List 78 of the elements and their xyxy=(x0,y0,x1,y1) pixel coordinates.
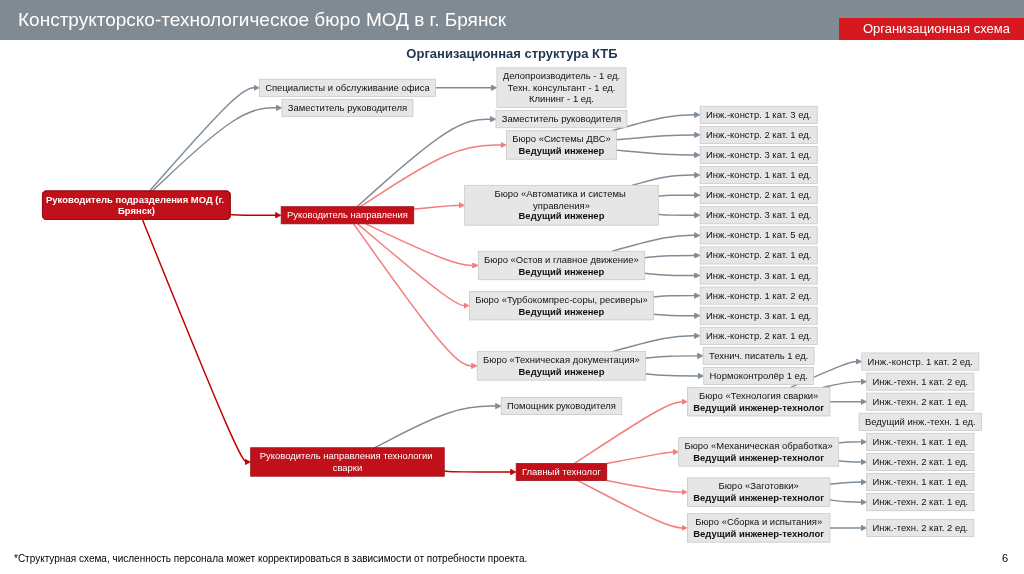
node-box: Инж.-констр. 2 кат. 1 ед. xyxy=(699,246,818,265)
arrow xyxy=(356,223,470,309)
arrow xyxy=(644,372,704,380)
node-box: Бюро «Техническая документация» Ведущий инженер xyxy=(476,351,647,381)
node-box: Инж.-констр. 3 кат. 1 ед. xyxy=(699,266,818,285)
chart-heading: Организационная структура КТБ xyxy=(406,46,618,61)
arrow xyxy=(837,458,867,466)
node-box: Технич. писатель 1 ед. xyxy=(702,346,815,365)
arrow xyxy=(829,498,867,506)
footnote: *Структурная схема, численность персонала может корректироваться в зависимости от потребности проекта. xyxy=(14,553,528,564)
node-box: Бюро «Заготовки» Ведущий инженер-технолог xyxy=(687,477,831,507)
arrow xyxy=(829,524,867,532)
node-box: Инж.-констр. 1 кат. 2 ед. xyxy=(861,352,980,371)
node-box: Бюро «Технология сварки» Ведущий инженер-технолог xyxy=(687,387,831,417)
page-title: Конструкторско-технологическое бюро МОД в г. Брянск xyxy=(18,9,507,31)
node-box: Главный технолог xyxy=(515,463,608,481)
node-box: Бюро «Системы ДВС» Ведущий инженер xyxy=(506,130,617,160)
arrow xyxy=(644,352,704,360)
arrow xyxy=(652,292,701,299)
arrow xyxy=(352,223,478,370)
arrow xyxy=(443,468,517,476)
arrow xyxy=(652,312,701,319)
node-box: Инж.-техн. 1 кат. 2 ед. xyxy=(866,372,975,391)
node-box: Руководитель направления xyxy=(280,206,415,225)
arrow xyxy=(657,212,701,219)
arrow xyxy=(631,171,701,186)
node-box: Инж.-констр. 1 кат. 3 ед. xyxy=(699,105,818,124)
node-box: Инж.-констр. 1 кат. 2 ед. xyxy=(699,286,818,305)
arrow xyxy=(615,149,701,159)
node-box: Бюро «Механическая обработка» Ведущий инженер-технолог xyxy=(678,437,840,467)
node-box: Инж.-констр. 2 кат. 1 ед. xyxy=(699,186,818,205)
arrow xyxy=(837,438,867,446)
node-box: Инж.-техн. 2 кат. 1 ед. xyxy=(866,493,975,512)
arrow xyxy=(657,192,701,199)
node-box: Инж.-техн. 2 кат. 1 ед. xyxy=(866,453,975,471)
node-box: Руководитель направления технологии сварки xyxy=(250,447,445,477)
arrow xyxy=(643,252,701,259)
node-box: Инж.-констр. 3 кат. 1 ед. xyxy=(699,306,818,325)
arrow xyxy=(229,212,282,219)
node-box: Инж.-техн. 1 кат. 1 ед. xyxy=(866,432,975,451)
arrow xyxy=(413,202,465,210)
arrow xyxy=(141,219,251,466)
node-box: Инж.-техн. 2 кат. 2 ед. xyxy=(866,518,975,537)
node-box: Бюро «Остов и главное движение» Ведущий инженер xyxy=(477,250,646,281)
node-box: Инж.-констр. 1 кат. 5 ед. xyxy=(699,226,818,245)
node-box: Заместитель руководителя xyxy=(495,110,628,129)
arrow xyxy=(829,478,867,486)
node-box: Бюро «Турбокомпрес-соры, ресиверы» Ведущий инженер xyxy=(469,291,654,321)
node-box: Инж.-констр. 2 кат. 1 ед. xyxy=(699,125,818,144)
node-box: Делопроизводитель - 1 ед. Техн. консультант - 1 ед. Клининг - 1 ед. xyxy=(496,67,627,109)
node-box: Помощник руководителя xyxy=(500,397,623,416)
arrow xyxy=(615,131,701,141)
arrow xyxy=(573,398,688,465)
page-number: 6 xyxy=(1001,552,1008,564)
node-box: Ведущий инж.-техн. 1 ед. xyxy=(858,412,982,431)
arrow xyxy=(365,223,479,269)
arrow xyxy=(359,141,507,208)
arrow xyxy=(611,232,701,252)
node-box: Специалисты и обслуживание офиса xyxy=(258,78,436,97)
arrow xyxy=(643,272,701,279)
arrow xyxy=(434,84,498,91)
node-box: Инж.-констр. 1 кат. 1 ед. xyxy=(699,166,818,185)
node-box: Бюро «Автоматика и системы управления» Ведущий инженер xyxy=(464,184,659,226)
arrow xyxy=(606,448,679,465)
arrow xyxy=(606,479,688,496)
arrow xyxy=(374,402,502,449)
node-box: Инж.-констр. 3 кат. 1 ед. xyxy=(699,146,818,164)
node-box: Заместитель руководителя xyxy=(281,98,414,117)
node-box: Инж.-констр. 3 кат. 1 ед. xyxy=(699,206,818,225)
node-box: Бюро «Сборка и испытания» Ведущий инженер-технолог xyxy=(687,513,831,543)
arrow xyxy=(356,116,497,208)
node-box: Инж.-констр. 2 кат. 1 ед. xyxy=(699,326,818,345)
node-box: Инж.-техн. 1 кат. 1 ед. xyxy=(866,473,975,491)
arrow xyxy=(829,398,867,405)
section-tab: Организационная схема xyxy=(838,18,1024,40)
node-box: Инж.-техн. 2 кат. 1 ед. xyxy=(866,392,975,411)
arrow xyxy=(577,479,688,532)
node-box: Нормоконтролёр 1 ед. xyxy=(703,367,814,385)
